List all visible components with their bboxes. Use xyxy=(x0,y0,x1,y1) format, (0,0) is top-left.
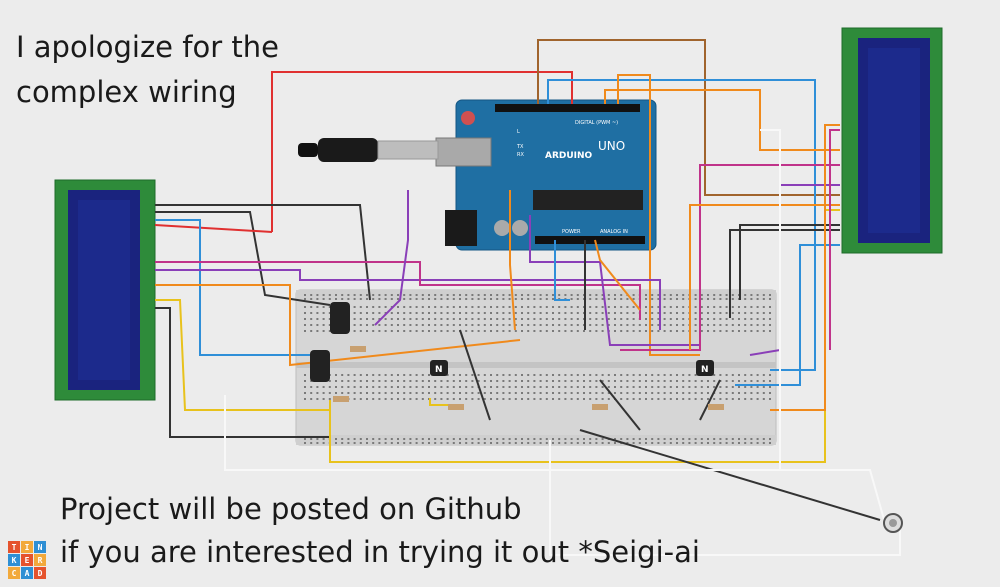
breadboard xyxy=(295,289,777,446)
caption-bottom-line1: Project will be posted on Github xyxy=(60,492,522,526)
logo-letter: N xyxy=(34,541,46,553)
logo-letter: K xyxy=(8,554,20,566)
logo-letter: C xyxy=(8,567,20,579)
npn-transistor-right: N xyxy=(696,360,714,376)
wire xyxy=(579,429,881,521)
transistor-label: N xyxy=(435,365,443,375)
usb-port xyxy=(435,137,492,167)
wire xyxy=(620,164,840,351)
usb-cable-icon xyxy=(298,138,439,162)
capacitor-icon xyxy=(494,220,510,236)
digital-label: DIGITAL (PWM ~) xyxy=(575,120,618,126)
reset-button xyxy=(461,111,475,125)
wire xyxy=(829,129,840,350)
breadboard-holes xyxy=(304,294,771,444)
wire xyxy=(617,74,700,356)
wire xyxy=(760,129,781,470)
wire xyxy=(155,261,641,320)
l-label: L xyxy=(517,129,520,135)
wire xyxy=(155,307,330,438)
wire xyxy=(604,89,840,151)
logo-letter: I xyxy=(21,541,33,553)
electrolytic-capacitor xyxy=(310,302,350,382)
wire xyxy=(594,239,641,311)
wire xyxy=(729,229,840,318)
wire xyxy=(155,204,371,301)
wire xyxy=(459,329,491,421)
wire xyxy=(770,124,840,411)
wire xyxy=(689,204,840,350)
arduino-brand-label: ARDUINO xyxy=(545,151,593,161)
rx-label: RX xyxy=(517,152,524,158)
logo-letter: A xyxy=(21,567,33,579)
power-label: POWER xyxy=(562,229,581,235)
caption-bottom-line2: if you are interested in trying it out *… xyxy=(60,535,700,569)
microcontroller-chip xyxy=(533,190,643,210)
wire xyxy=(509,190,516,331)
wire xyxy=(554,240,570,301)
logo-letter: D xyxy=(34,567,46,579)
transistor-label: N xyxy=(701,365,709,375)
lcd-display-left xyxy=(54,179,156,401)
caption-top-line2: complex wiring xyxy=(16,75,237,109)
wire xyxy=(549,440,901,556)
photoresistor-icon xyxy=(883,513,903,533)
resistors xyxy=(333,346,724,410)
wire xyxy=(224,395,886,524)
wire xyxy=(155,284,521,367)
wire xyxy=(537,39,840,196)
wire xyxy=(154,224,273,233)
wire xyxy=(155,299,330,411)
analog-header xyxy=(535,236,645,244)
wire xyxy=(155,219,320,356)
arduino-uno-board: ARDUINO UNO DIGITAL (PWM ~) ANALOG IN PO… xyxy=(435,99,657,251)
wire xyxy=(735,244,840,386)
analog-label: ANALOG IN xyxy=(600,229,628,235)
power-jack xyxy=(445,210,477,246)
wire xyxy=(699,379,721,421)
arduino-model-label: UNO xyxy=(598,139,625,153)
tx-label: TX xyxy=(516,144,524,150)
caption-top-line1: I apologize for the xyxy=(16,30,279,64)
logo-letter: R xyxy=(34,554,46,566)
npn-transistor-left: N xyxy=(430,360,448,376)
logo-letter: T xyxy=(8,541,20,553)
wire xyxy=(739,224,840,300)
lcd-display-right xyxy=(841,27,943,254)
wire xyxy=(529,215,700,346)
wire xyxy=(374,190,409,326)
wire xyxy=(271,71,573,232)
wire xyxy=(155,211,331,306)
wires xyxy=(154,39,901,556)
wire xyxy=(599,379,641,431)
logo-letter: E xyxy=(21,554,33,566)
wire xyxy=(155,269,661,330)
capacitor-icon xyxy=(512,220,528,236)
digital-header xyxy=(495,104,640,112)
